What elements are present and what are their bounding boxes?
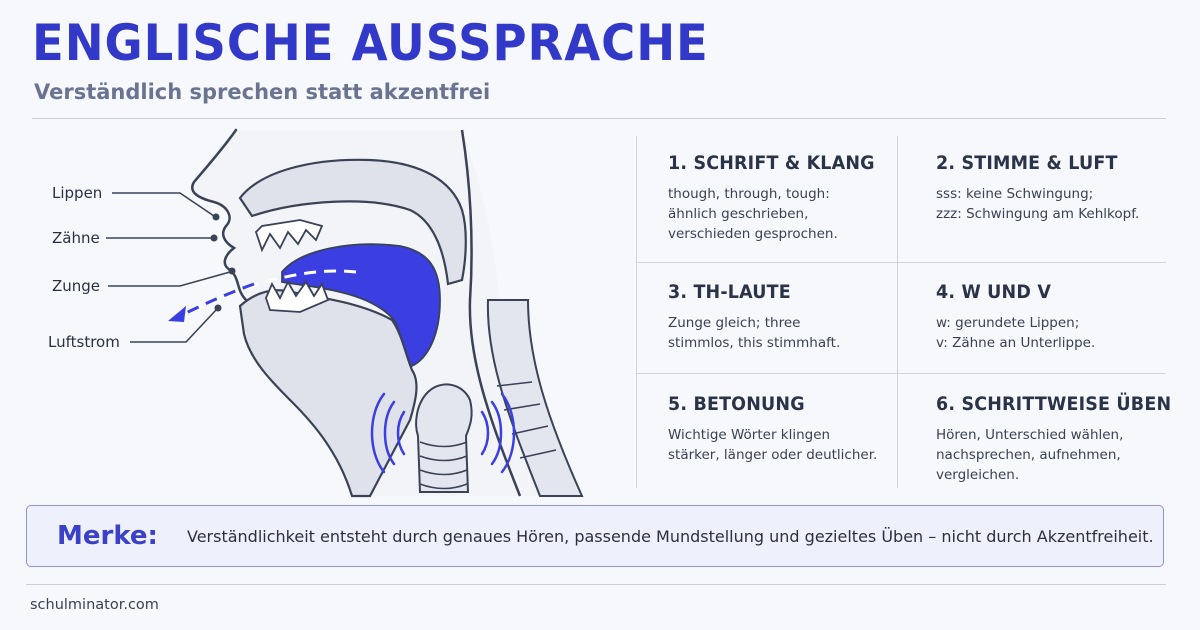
- card-title: 6. SCHRITTWEISE ÜBEN: [936, 393, 1172, 415]
- mouth-anatomy-diagram: Lippen Zähne Zunge Luftstrom: [0, 120, 620, 500]
- card-schrift-klang: 1. SCHRIFT & KLANG though, through, toug…: [668, 152, 893, 244]
- label-lippen: Lippen: [52, 184, 103, 202]
- face-profile: [191, 128, 278, 332]
- upper-teeth: [254, 219, 324, 253]
- card-text: Zunge gleich; three stimmlos, this stimm…: [668, 315, 841, 351]
- trachea-rings: [419, 441, 468, 490]
- page-title: ENGLISCHE AUSSPRACHE: [32, 14, 709, 72]
- card-schrittweise-ueben: 6. SCHRITTWEISE ÜBEN Hören, Unterschied …: [936, 393, 1192, 485]
- palate: [238, 158, 467, 286]
- merke-text: Verständlichkeit entsteht durch genaues …: [187, 526, 1154, 546]
- spine: [486, 299, 584, 497]
- card-title: 2. STIMME & LUFT: [936, 152, 1118, 174]
- card-text: though, through, tough: ähnlich geschrie…: [668, 186, 838, 242]
- merke-label: Merke:: [57, 521, 158, 551]
- vertebrae-lines: [496, 381, 557, 459]
- card-title: 1. SCHRIFT & KLANG: [668, 152, 875, 174]
- card-title: 5. BETONUNG: [668, 393, 805, 415]
- mouth-cross-section-illustration: [106, 128, 584, 498]
- label-zaehne: Zähne: [52, 229, 100, 247]
- leader-lines: [106, 192, 231, 343]
- larynx: [415, 383, 473, 493]
- page-subtitle: Verständlich sprechen statt akzentfrei: [34, 80, 491, 104]
- grid-divider-row-1: [636, 262, 1166, 263]
- lower-teeth: [265, 280, 330, 313]
- card-text: w: gerundete Lippen; v: Zähne an Unterli…: [936, 315, 1096, 351]
- merke-box: Merke: Verständlichkeit entsteht durch g…: [26, 505, 1164, 567]
- leader-dots: [210, 213, 236, 312]
- grid-divider-left: [636, 136, 637, 488]
- card-betonung: 5. BETONUNG Wichtige Wörter klingen stär…: [668, 393, 877, 465]
- label-luftstrom: Luftstrom: [48, 333, 120, 351]
- grid-divider-middle: [897, 136, 898, 488]
- card-th-laute: 3. TH-LAUTE Zunge gleich; three stimmlos…: [668, 281, 840, 353]
- card-title: 3. TH-LAUTE: [668, 281, 791, 303]
- card-stimme-luft: 2. STIMME & LUFT sss: keine Schwingung; …: [936, 152, 1139, 224]
- card-text: Wichtige Wörter klingen stärker, länger …: [668, 427, 878, 463]
- throat-back-wall: [460, 129, 522, 497]
- airflow-arrowhead: [168, 306, 186, 322]
- card-title: 4. W UND V: [936, 281, 1052, 303]
- card-text: sss: keine Schwingung; zzz: Schwingung a…: [936, 186, 1140, 222]
- card-w-und-v: 4. W UND V w: gerundete Lippen; v: Zähne…: [936, 281, 1095, 353]
- footer-source: schulminator.com: [30, 597, 159, 613]
- card-text: Hören, Unterschied wählen, nachsprechen,…: [936, 427, 1124, 483]
- header-divider: [32, 118, 1166, 119]
- grid-divider-row-2: [636, 373, 1166, 374]
- label-zunge: Zunge: [52, 277, 101, 295]
- footer-divider: [26, 584, 1166, 585]
- airflow-arrow-outside: [179, 282, 255, 318]
- vibration-waves: [370, 392, 516, 474]
